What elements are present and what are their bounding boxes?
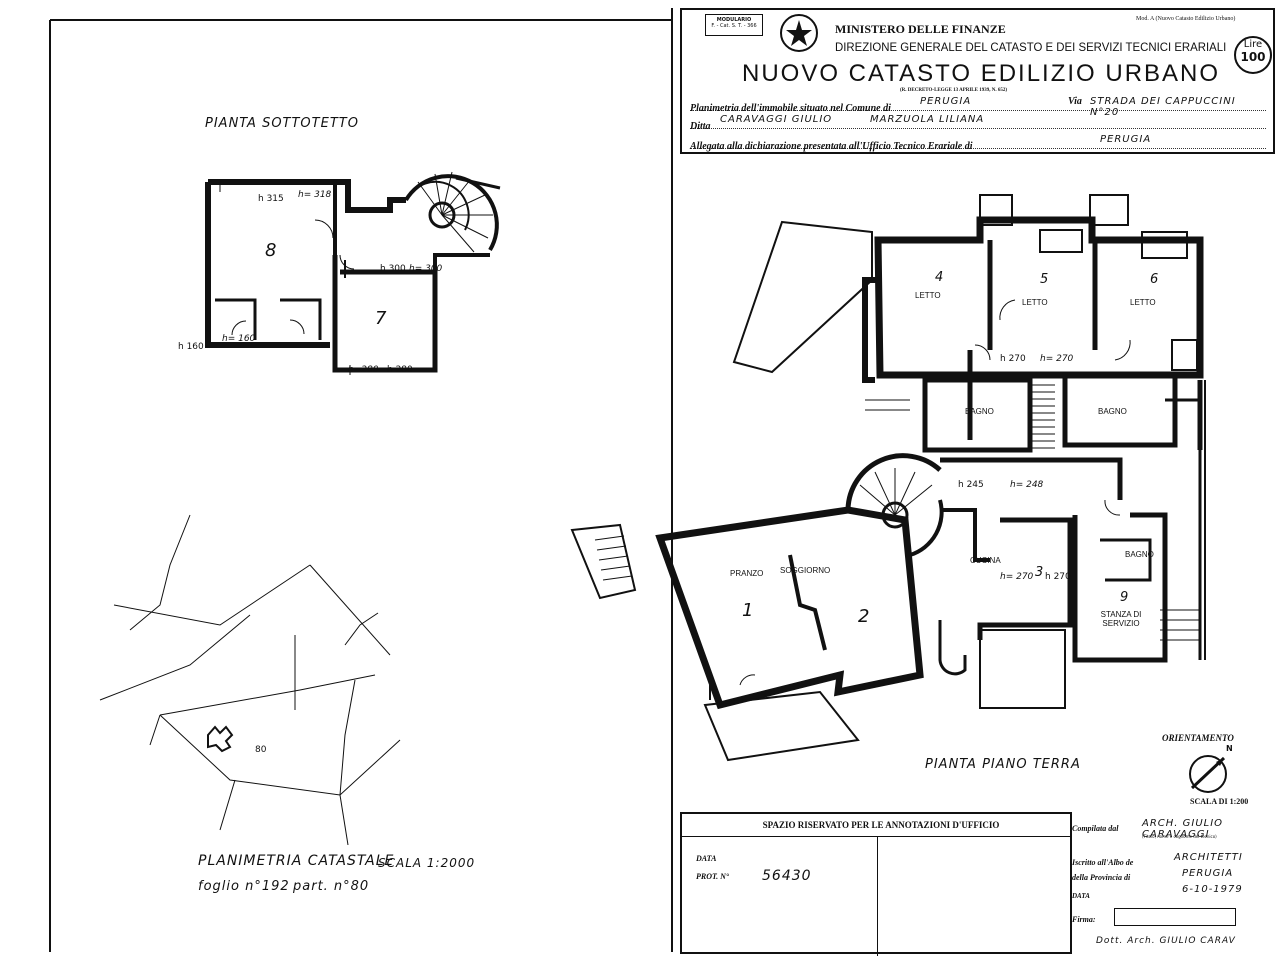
allegata-label: Allegata alla dichiarazione presentata a…: [690, 141, 973, 152]
compilata-value: ARCH. GIULIO CARAVAGGI: [1142, 818, 1224, 840]
sottotetto-h315: h 315: [258, 194, 284, 204]
sottotetto-room-7: 7: [375, 308, 387, 329]
room-letto-6: LETTO: [1130, 298, 1156, 307]
sottotetto-h318: h= 318: [298, 190, 332, 200]
room-bagno-1: BAGNO: [965, 407, 994, 416]
piano-terra-plan: [570, 194, 1206, 762]
height-h248: h= 248: [1010, 480, 1044, 490]
room-bagno-2: BAGNO: [1098, 407, 1127, 416]
north-label: N: [1226, 744, 1233, 753]
particella-label: part. n°80: [293, 879, 370, 894]
lire-label: Lire: [1243, 39, 1263, 50]
ministry-name: MINISTERO DELLE FINANZE: [835, 22, 1006, 36]
foglio-label: foglio n°192: [198, 879, 290, 894]
stamp-title: MODULARIO: [716, 17, 752, 23]
parcel-number-label: 80: [255, 745, 267, 755]
room-number-9: 9: [1120, 590, 1129, 605]
room-stanza-servizio: STANZA DI SERVIZIO: [1100, 610, 1142, 628]
sottotetto-h300: h 300: [380, 264, 406, 274]
height-h270b: h= 270: [1040, 354, 1074, 364]
sottotetto-h160b: h= 160: [222, 334, 256, 344]
sottotetto-room-8: 8: [265, 240, 277, 261]
provincia-value: PERUGIA: [1182, 868, 1234, 879]
lire-value: 100: [1240, 50, 1266, 64]
comune-value: PERUGIA: [920, 96, 972, 107]
ditta-label: Ditta: [690, 121, 711, 132]
sottotetto-h300b: h= 300: [409, 264, 443, 274]
office-date-label: DATA: [696, 854, 717, 863]
sottotetto-h160: h 160: [178, 342, 204, 352]
room-number-3: 3: [1035, 565, 1044, 580]
compiler-date-value: 6-10-1979: [1182, 884, 1243, 895]
catastale-scale: SCALA 1:2000: [378, 856, 476, 870]
compilata-note: (Titolo, nome e cognome del tecnico): [1142, 834, 1217, 839]
compilata-label: Compilata dal: [1072, 824, 1119, 833]
sottotetto-plan: [205, 171, 501, 375]
compiler-block: Compilata dal ARCH. GIULIO CARAVAGGI (Ti…: [1072, 818, 1272, 953]
office-prot-label: PROT. N°: [696, 872, 730, 881]
height-h245: h 245: [958, 480, 984, 490]
planimetria-label: Planimetria dell'immobile situato nel Co…: [690, 103, 891, 114]
signature-stamp: [1114, 908, 1236, 926]
sottotetto-h280b: h=280: [348, 365, 379, 375]
room-cucina: CUCINA: [970, 556, 1001, 565]
register-title: NUOVO CATASTO EDILIZIO URBANO: [742, 60, 1221, 87]
direction-name: DIREZIONE GENERALE DEL CATASTO E DEI SER…: [835, 40, 1227, 54]
room-number-2: 2: [858, 606, 870, 627]
catastale-title: PLANIMETRIA CATASTALE: [198, 853, 395, 869]
albo-label: Iscritto all'Albo de: [1072, 858, 1134, 867]
room-number-5: 5: [1040, 272, 1049, 287]
scale-label: SCALA DI 1:200: [1190, 797, 1249, 806]
room-number-1: 1: [742, 600, 754, 621]
decree-note: (R. DECRETO-LEGGE 13 APRILE 1939, N. 652…: [900, 88, 1008, 93]
model-label: Mod. A (Nuovo Catasto Edilizio Urbano): [1136, 16, 1236, 22]
office-title: SPAZIO RISERVATO PER LE ANNOTAZIONI D'UF…: [762, 820, 1000, 830]
compiler-date-label: DATA: [1072, 892, 1090, 900]
firma-label: Firma:: [1072, 915, 1096, 924]
orientamento-label: ORIENTAMENTO: [1162, 733, 1234, 743]
sottotetto-h280: h 280: [387, 365, 413, 375]
ditta-owner-2: MARZUOLA LILIANA: [870, 114, 985, 125]
office-annotations-box: SPAZIO RISERVATO PER LE ANNOTAZIONI D'UF…: [680, 812, 1072, 956]
modulario-stamp: MODULARIO F. - Cat. S. T. - 366: [705, 14, 763, 36]
height-h270: h 270: [1000, 354, 1026, 364]
room-number-6: 6: [1150, 272, 1159, 287]
via-value: STRADA DEI CAPPUCCINI N°20: [1090, 96, 1236, 118]
room-bagno-3: BAGNO: [1125, 550, 1154, 559]
albo-value: ARCHITETTI: [1174, 852, 1243, 863]
stamp-code: F. - Cat. S. T. - 366: [711, 23, 757, 29]
lire-badge: Lire 100: [1234, 36, 1272, 74]
via-label: Via: [1068, 96, 1082, 107]
room-soggiorno: SOGGIORNO: [780, 566, 831, 575]
height-h270c: h= 270: [1000, 572, 1034, 582]
ditta-owner-1: CARAVAGGI GIULIO: [720, 114, 833, 125]
sottotetto-title: PIANTA SOTTOTETTO: [205, 116, 359, 131]
height-h270d: h 270: [1045, 572, 1071, 582]
piano-terra-title: PIANTA PIANO TERRA: [925, 757, 1081, 772]
room-pranzo: PRANZO: [730, 569, 764, 578]
provincia-label: della Provincia di: [1072, 873, 1131, 882]
room-letto-4: LETTO: [915, 291, 941, 300]
ufficio-value: PERUGIA: [1100, 134, 1152, 145]
compass-icon: [1189, 755, 1227, 793]
header-panel: [680, 8, 1275, 154]
compiler-footer: Dott. Arch. GIULIO CARAV: [1096, 936, 1236, 946]
room-letto-5: LETTO: [1022, 298, 1048, 307]
cadastral-map: [99, 514, 401, 845]
office-prot-value: 56430: [762, 868, 812, 884]
room-number-4: 4: [935, 270, 944, 285]
republic-emblem-icon: [780, 14, 818, 52]
